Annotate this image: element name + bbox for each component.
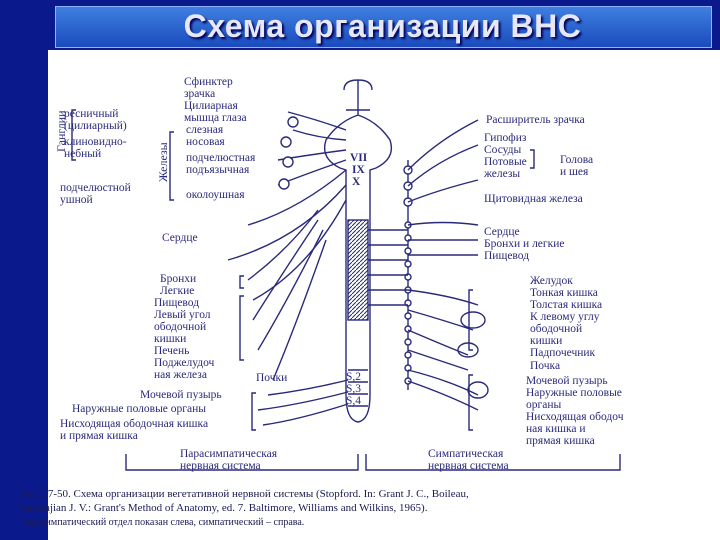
label-submand-gland: подчелюстная подъязычная	[186, 152, 256, 176]
label-parasympathetic-system: Парасимпатическая нервная система	[180, 448, 278, 472]
caption-line-1: Рис. 17-50. Схема организации вегетативн…	[20, 488, 469, 500]
label-colon-rectum-left: Нисходящая ободочная кишка и прямая кишк…	[60, 418, 209, 442]
caption-line-3: Парасимпатический отдел показан слева, с…	[20, 517, 305, 528]
label-s4: S,4	[346, 395, 362, 407]
glands-label: Железы	[156, 142, 170, 182]
label-lacrimal-nasal: слезная носовая	[186, 124, 225, 148]
label-pelvis-right: Мочевой пузырь Наружные половые органы Н…	[526, 375, 624, 447]
label-heart-left: Сердце	[162, 232, 198, 244]
label-cn-x: X	[352, 176, 361, 188]
label-kidney-right: Почка	[530, 360, 561, 372]
label-heart-right: Сердце Бронхи и легкие Пищевод	[484, 226, 565, 262]
slide-title: Схема организации ВНС	[183, 8, 582, 44]
label-sympathetic-system: Симпатическая нервная система	[428, 448, 509, 472]
label-parotid: околоушная	[186, 189, 245, 201]
label-s2: S,2	[346, 371, 362, 383]
caption-line-2: Basmajian J. V.: Grant's Method of Anato…	[20, 502, 428, 514]
label-thyroid: Щитовидная железа	[484, 193, 583, 205]
ans-diagram	[71, 79, 621, 471]
label-sphincter: Сфинктер зрачка Цилиарная мышца глаза	[184, 76, 247, 124]
title-box	[55, 6, 712, 48]
label-submandibular-otic: подчелюстной ушной	[60, 182, 131, 206]
label-head-neck: Голова и шея	[560, 154, 594, 178]
label-s3: S,3	[346, 383, 362, 395]
label-ciliary-ganglion: ресничный (цилиарный)	[64, 108, 127, 132]
left-accent-bar	[0, 0, 48, 540]
label-kidneys-left: Почки	[256, 372, 288, 384]
label-gut-right: Желудок Тонкая кишка Толстая кишка К лев…	[530, 275, 603, 359]
label-pupil-dilator: Расширитель зрачка	[486, 114, 585, 126]
label-pterygopalatine: клиновидно- небный	[64, 136, 127, 160]
label-pituitary-vessels: Гипофиз Сосуды Потовые железы	[484, 132, 527, 180]
label-bronchi-left: Бронхи Легкие	[160, 273, 197, 297]
label-gut-left: Пищевод Левый угол ободочной кишки Печен…	[154, 297, 215, 381]
label-bladder-left: Мочевой пузырь	[140, 389, 222, 401]
label-cn-ix: IX	[352, 164, 365, 176]
label-genitals-left: Наружные половые органы	[72, 403, 206, 415]
label-cn-vii: VII	[350, 152, 368, 164]
